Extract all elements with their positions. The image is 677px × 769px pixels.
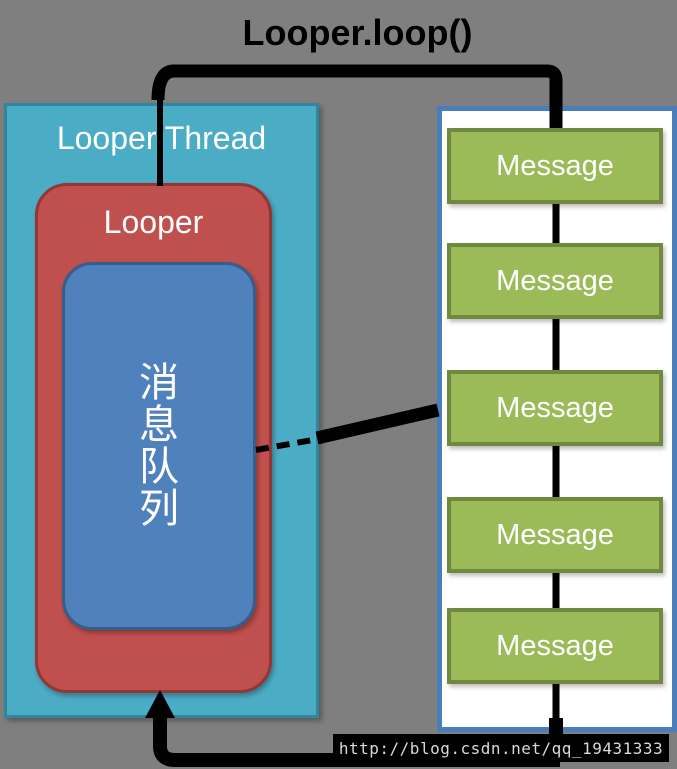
looper-box: Looper 消 息 队 列 bbox=[35, 183, 272, 693]
message-item: Message bbox=[447, 497, 663, 573]
queue-char: 消 bbox=[139, 360, 179, 406]
queue-char: 列 bbox=[139, 486, 179, 532]
watermark-url: http://blog.csdn.net/qq_19431333 bbox=[338, 738, 664, 758]
looper-thread-box: Looper Thread Looper 消 息 队 列 bbox=[4, 103, 319, 718]
message-item: Message bbox=[447, 608, 663, 684]
message-item: Message bbox=[447, 128, 663, 204]
diagram-title: Looper.loop() bbox=[242, 12, 473, 53]
queue-char: 队 bbox=[139, 444, 179, 490]
looper-thread-label: Looper Thread bbox=[56, 120, 267, 156]
message-queue-box: 消 息 队 列 bbox=[62, 262, 256, 630]
watermark-bar: http://blog.csdn.net/qq_19431333 bbox=[333, 734, 669, 762]
message-list-panel: Message Message Message Message Message bbox=[437, 106, 677, 732]
queue-link-solid bbox=[315, 403, 440, 445]
queue-char: 息 bbox=[139, 402, 179, 448]
message-item: Message bbox=[447, 243, 663, 319]
message-item: Message bbox=[447, 370, 663, 446]
looper-label: Looper bbox=[103, 204, 204, 240]
message-queue-label: 消 息 队 列 bbox=[139, 362, 179, 530]
